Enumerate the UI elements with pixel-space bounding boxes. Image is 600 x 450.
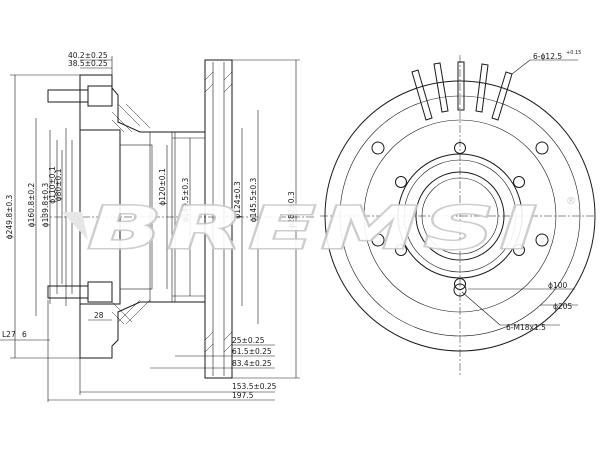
front-view: 6-ϕ12.5 +0.15 ϕ100 ϕ205 6-M18x1.5 [320, 50, 596, 375]
pitch-circle-label: ϕ205 [553, 302, 572, 311]
dim-153-5: 153.5±0.25 [232, 382, 277, 391]
side-view: 40.2±0.25 38.5±0.25 ϕ249.8±0.3 ϕ160.8±0.… [0, 51, 315, 402]
stud-top [47, 89, 89, 103]
cooling-slots [411, 61, 513, 121]
dim-149-5: ϕ149.5±0.3 [181, 177, 190, 222]
dim-25: 25±0.25 [232, 336, 265, 345]
registered-mark: ® [566, 196, 576, 207]
dim-l27: L27 [2, 330, 16, 339]
thread-callout: 6-M18x1.5 [506, 323, 546, 332]
brand-logo: BREMSI ® [62, 193, 576, 264]
dim-139-8: ϕ139.8±0.3 [41, 182, 50, 227]
dim-160-8: ϕ160.8±0.2 [27, 182, 36, 227]
dim-38-5: 38.5±0.25 [68, 59, 108, 68]
dim-6: 6 [22, 330, 27, 339]
center-bore [415, 171, 505, 261]
dim-145-5: ϕ145.5±0.3 [249, 177, 258, 222]
outer-holes [371, 141, 549, 297]
disc-outer-edge [324, 80, 596, 352]
hub-hatching [111, 103, 151, 325]
mounting-holes [395, 142, 525, 290]
dim-280: ϕ280±0.3 [287, 191, 296, 229]
dim-40-2: 40.2±0.25 [68, 51, 108, 60]
dim-28: 28 [94, 311, 104, 320]
dim-83-4: 83.4±0.25 [232, 359, 272, 368]
dim-197-5: 197.5 [232, 391, 254, 400]
svg-text:BREMSI: BREMSI [88, 194, 543, 262]
bolt-circle-label: ϕ100 [548, 281, 567, 290]
stud-bottom [47, 285, 89, 299]
dim-80: ϕ80±0.1 [54, 168, 63, 201]
dim-249-8: ϕ249.8±0.3 [5, 194, 14, 239]
slot-tolerance: +0.15 [566, 50, 581, 56]
dim-110: ϕ110±0.1 [48, 166, 57, 204]
dim-124: ϕ124±0.3 [233, 181, 242, 219]
slot-callout: 6-ϕ12.5 [533, 52, 562, 61]
dim-120: ϕ120±0.1 [158, 168, 167, 206]
dim-61-5: 61.5±0.25 [232, 347, 272, 356]
